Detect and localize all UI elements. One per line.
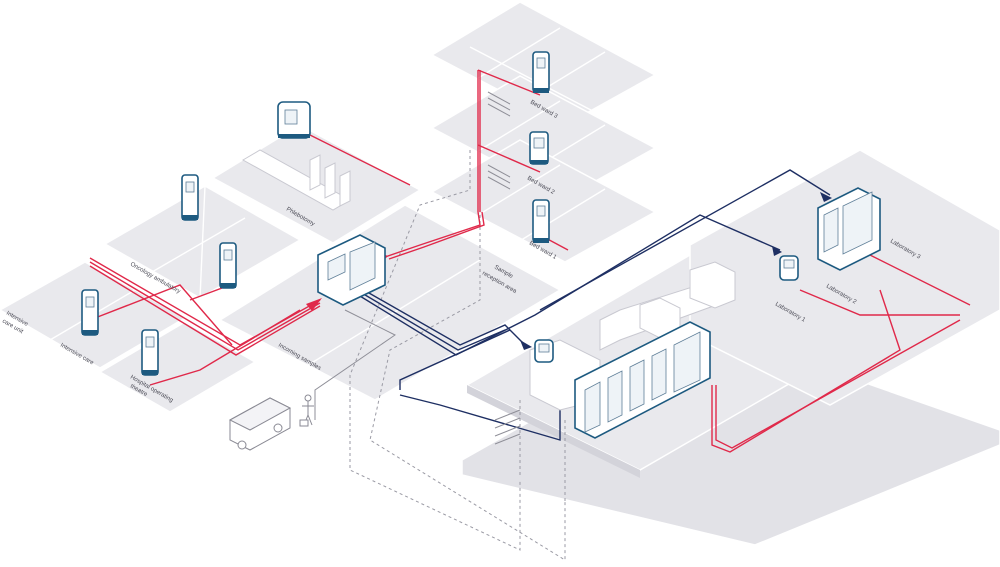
sender-device-intensive-care[interactable]	[81, 289, 99, 336]
sender-device-oncology-1[interactable]	[181, 174, 199, 221]
delivery-van-icon	[228, 397, 292, 451]
red-arrow-icon	[306, 298, 322, 311]
sender-device-bed-ward-2[interactable]	[529, 131, 549, 165]
navy-transport-lines	[354, 169, 831, 441]
sender-device-operating-theatre[interactable]	[141, 329, 159, 376]
navy-arrow-icon	[820, 192, 832, 202]
navy-arrow-icon	[520, 340, 532, 350]
sender-device-phlebotomy[interactable]	[277, 101, 311, 139]
red-tube-lines	[89, 69, 971, 453]
sender-device-bed-ward-1[interactable]	[532, 199, 550, 243]
courier-person-icon	[299, 394, 314, 427]
lab-3-analyzer[interactable]	[817, 187, 881, 271]
stairs	[487, 91, 521, 445]
lab-1-receiver-device[interactable]	[534, 339, 554, 363]
phlebotomy-counter	[241, 149, 352, 211]
sample-reception-station[interactable]	[317, 234, 386, 306]
dashed-transport-paths	[314, 150, 566, 561]
navy-arrow-icon	[772, 246, 782, 256]
sender-device-bed-ward-3[interactable]	[532, 51, 550, 93]
lab-2-receiver-device[interactable]	[779, 255, 799, 281]
sender-device-oncology-2[interactable]	[219, 242, 237, 289]
lab-1-analyzer-line[interactable]	[574, 321, 711, 439]
